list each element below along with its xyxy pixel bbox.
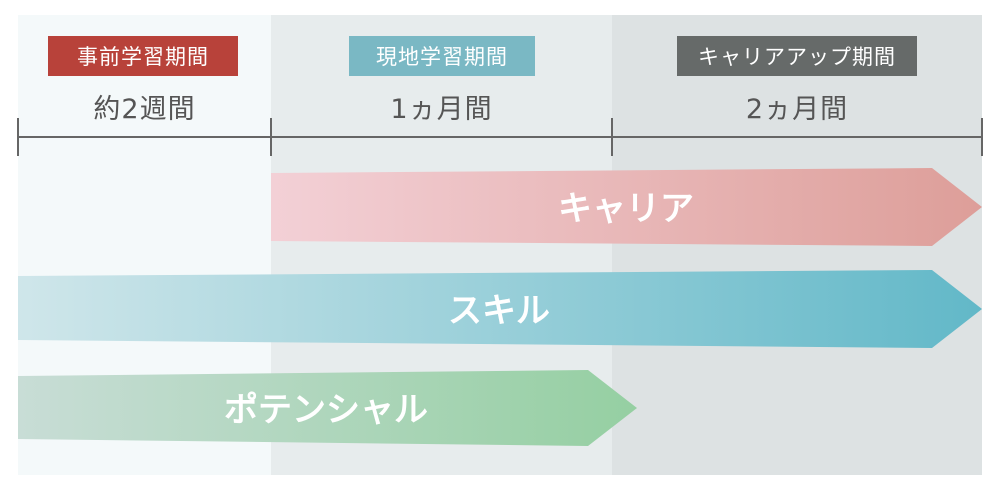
timeline-axis [17,118,983,156]
arrow-career-label: キャリア [558,189,694,229]
phase-label-career-up: キャリアアップ期間 [677,36,917,76]
arrow-potential-label: ポテンシャル [224,390,428,430]
arrow-potential: ポテンシャル [18,370,637,446]
arrow-career-shape [271,168,982,246]
phase-duration-career-up: 2ヵ月間 [745,93,849,125]
arrow-career: キャリア [271,168,982,246]
phase-label-pre-learning: 事前学習期間 [48,36,238,76]
arrow-skill: スキル [18,270,982,348]
phase-duration-onsite-learning: 1ヵ月間 [390,93,493,125]
phase-duration-pre-learning: 約2週間 [93,93,196,125]
phase-label-onsite-learning: 現地学習期間 [349,36,535,76]
arrow-skill-label: スキル [448,291,550,331]
arrow-potential-shape [18,370,637,446]
arrow-skill-shape [18,270,982,348]
